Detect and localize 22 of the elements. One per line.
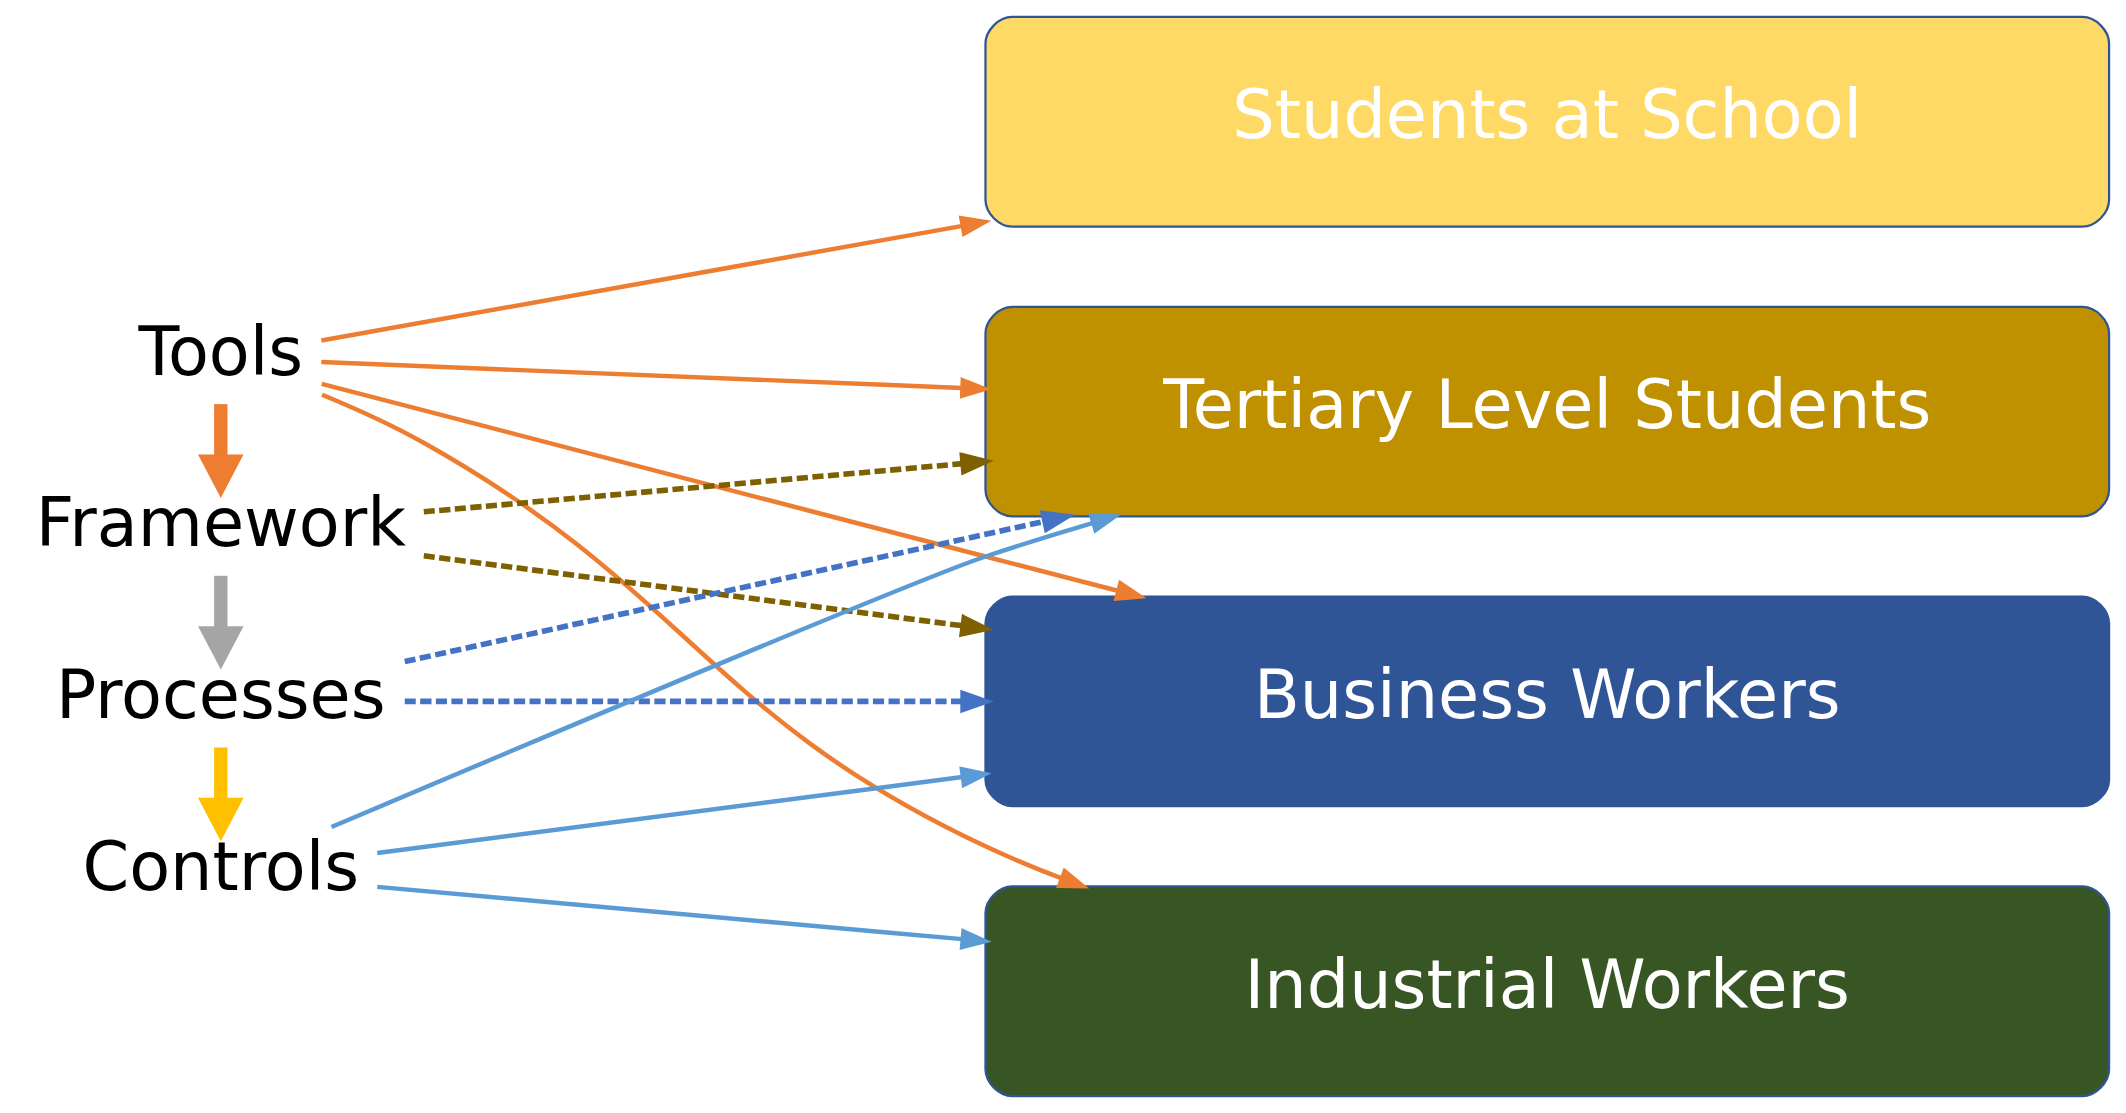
- arrow: [320, 381, 1147, 602]
- arrow: [330, 512, 1121, 830]
- arrow: [376, 766, 992, 856]
- arrow: [197, 747, 244, 842]
- arrow: [403, 510, 1075, 665]
- node-text: Processes: [55, 656, 386, 735]
- arrow: [197, 575, 244, 670]
- node-text: Controls: [82, 827, 359, 906]
- node-text: Framework: [35, 484, 406, 563]
- node-box: Tertiary Level Students: [983, 305, 2110, 518]
- node-box: Business Workers: [983, 595, 2110, 808]
- arrow: [376, 884, 992, 950]
- arrow: [197, 404, 244, 498]
- arrow: [320, 359, 991, 399]
- node-box: Industrial Workers: [983, 885, 2110, 1098]
- arrow: [404, 689, 994, 714]
- node-box: Students at School: [983, 15, 2110, 228]
- arrow: [320, 392, 1089, 889]
- arrow: [423, 452, 994, 515]
- node-text: Tools: [137, 312, 303, 391]
- arrow: [422, 553, 994, 638]
- arrow: [320, 215, 991, 343]
